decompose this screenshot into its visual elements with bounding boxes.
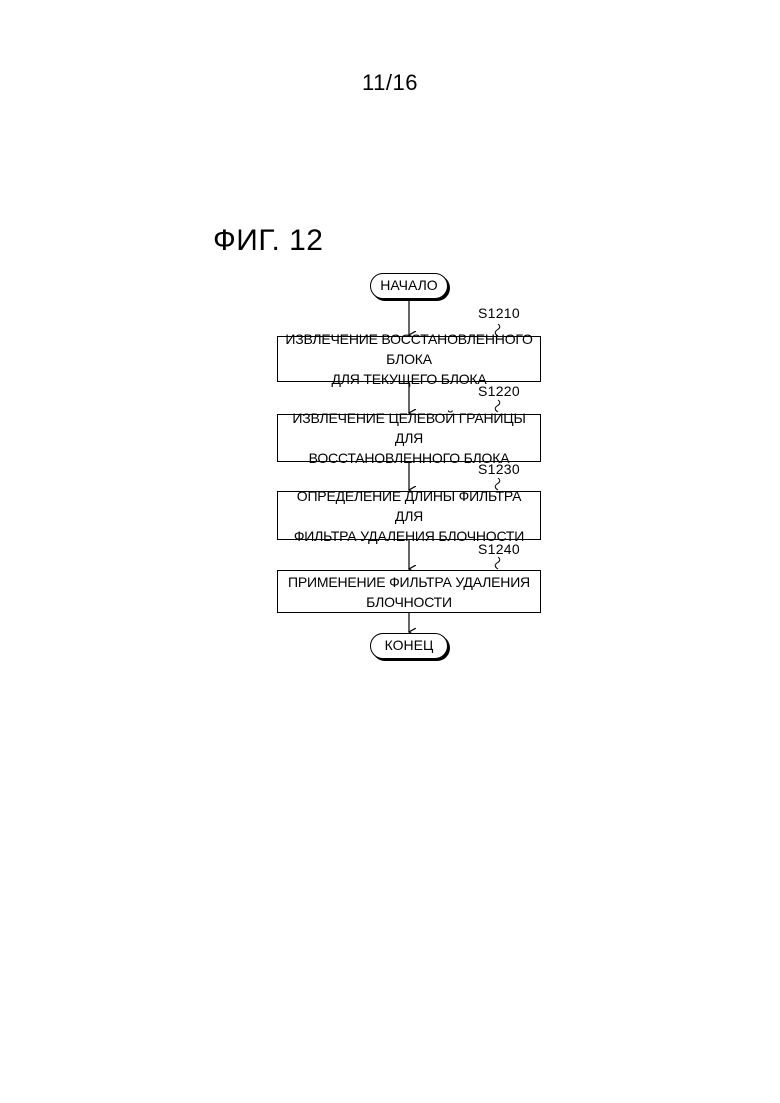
step-box-s1220: ИЗВЛЕЧЕНИЕ ЦЕЛЕВОЙ ГРАНИЦЫ ДЛЯ ВОССТАНОВ… [277, 414, 541, 462]
end-terminator: КОНЕЦ [370, 633, 448, 659]
step-id-s1230: S1230 [478, 461, 520, 477]
step-s1210-line2: ДЛЯ ТЕКУЩЕГО БЛОКА [332, 371, 487, 387]
step-id-s1220: S1220 [478, 383, 520, 399]
start-terminator: НАЧАЛО [370, 273, 448, 299]
step-s1230-line1: ОПРЕДЕЛЕНИЕ ДЛИНЫ ФИЛЬТРА ДЛЯ [297, 488, 521, 524]
step-s1210-line1: ИЗВЛЕЧЕНИЕ ВОССТАНОВЛЕННОГО БЛОКА [285, 331, 532, 367]
leader-s1240 [495, 557, 500, 569]
step-box-s1230: ОПРЕДЕЛЕНИЕ ДЛИНЫ ФИЛЬТРА ДЛЯ ФИЛЬТРА УД… [277, 491, 541, 540]
step-s1240-line1: ПРИМЕНЕНИЕ ФИЛЬТРА УДАЛЕНИЯ [288, 574, 530, 590]
step-box-s1210: ИЗВЛЕЧЕНИЕ ВОССТАНОВЛЕННОГО БЛОКА ДЛЯ ТЕ… [277, 336, 541, 382]
step-s1220-line1: ИЗВЛЕЧЕНИЕ ЦЕЛЕВОЙ ГРАНИЦЫ ДЛЯ [292, 410, 525, 446]
end-label: КОНЕЦ [385, 637, 434, 653]
step-s1240-line2: БЛОЧНОСТИ [366, 594, 452, 610]
step-id-s1240: S1240 [478, 541, 520, 557]
start-label: НАЧАЛО [380, 277, 437, 293]
step-id-s1210: S1210 [478, 305, 520, 321]
step-box-s1240: ПРИМЕНЕНИЕ ФИЛЬТРА УДАЛЕНИЯ БЛОЧНОСТИ [277, 570, 541, 613]
